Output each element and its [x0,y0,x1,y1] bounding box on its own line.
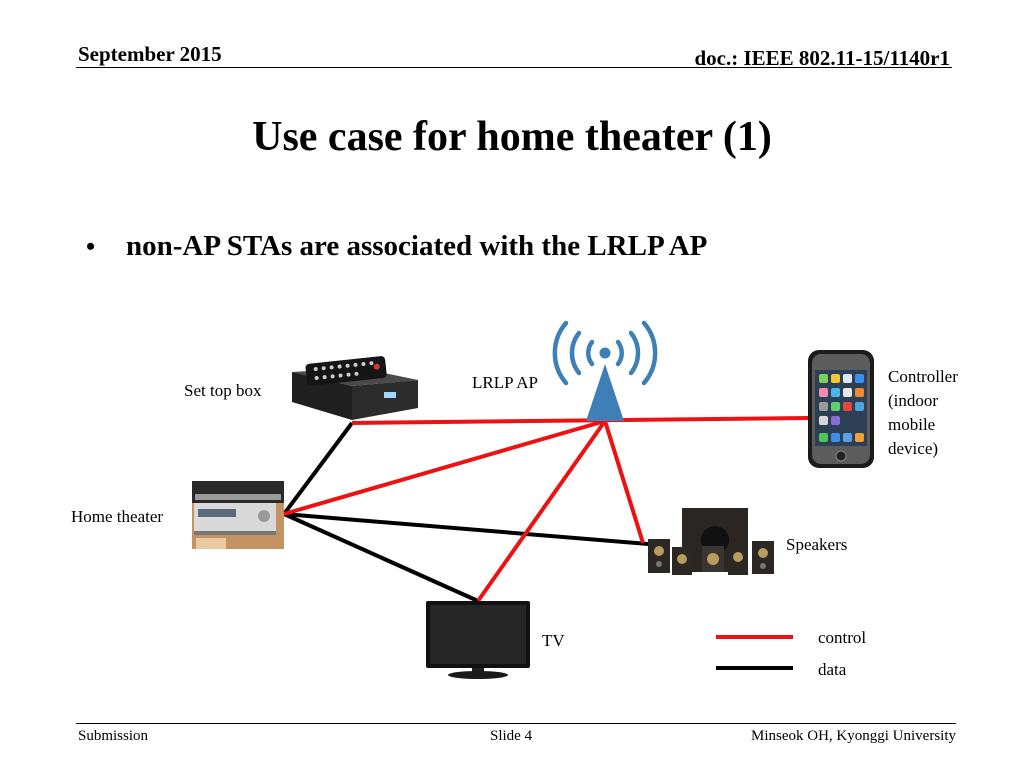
header-doc-id: doc.: IEEE 802.11-15/1140r1 [694,46,950,70]
legend-control-label: control [818,628,867,647]
set-top-box-icon [292,356,418,420]
tv-icon [426,601,530,679]
mobile-phone-icon [808,350,874,468]
access-point-icon [552,320,658,421]
footer-author: Minseok OH, Kyonggi University [751,728,956,744]
bullet-marker: • [86,232,96,261]
header-divider [76,67,952,68]
legend-data-label: data [818,660,847,679]
home-theater-label: Home theater [71,507,164,526]
data-link-stb-ht [282,421,354,516]
speakers-icon [648,508,774,575]
tv-label: TV [542,631,565,650]
speakers-label: Speakers [786,535,848,554]
control-link-stb-controller [351,416,809,425]
control-link-ap-tv [476,419,607,603]
footer-divider [76,723,956,724]
data-link-ht-speakers [283,512,649,546]
control-link-ap-speakers [603,420,645,544]
data-link-ht-tv [283,512,479,603]
set-top-box-label: Set top box [184,381,262,400]
controller-label-line: device) [888,439,939,458]
controller-label: Controller (indoor mobile device) [888,365,958,461]
bullet-text: non-AP STAs are associated with the LRLP… [126,230,708,262]
home-theater-icon [192,481,284,549]
lrlp-ap-label: LRLP AP [472,373,538,392]
control-link-ap-ht [283,419,606,516]
controller-label-line: Controller [888,367,958,386]
footer-submission: Submission [78,728,149,744]
controller-label-line: (indoor [888,391,939,410]
footer-slide-number: Slide 4 [490,728,533,744]
slide-title: Use case for home theater (1) [252,114,772,160]
header-date: September 2015 [78,42,222,66]
controller-label-line: mobile [888,415,936,434]
